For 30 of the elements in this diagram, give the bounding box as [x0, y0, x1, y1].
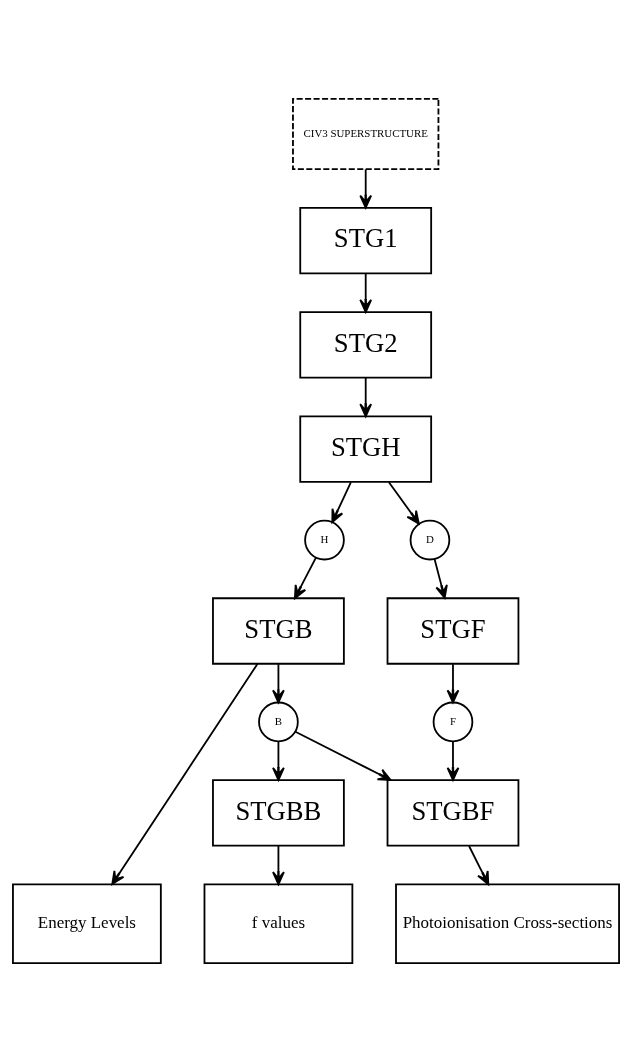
arrow — [272, 740, 285, 781]
node-box: STGBB — [212, 779, 345, 847]
arrow — [293, 557, 317, 600]
arrow — [111, 662, 259, 885]
node-box: STG2 — [299, 311, 433, 379]
node-box: STGF — [386, 597, 520, 665]
node-circle: B — [258, 701, 299, 743]
arrow — [387, 481, 420, 525]
arrow — [272, 663, 285, 704]
arrow — [272, 845, 285, 886]
arrow — [446, 663, 460, 704]
node-circle: F — [432, 701, 474, 743]
arrow — [331, 481, 352, 524]
node-box: f values — [203, 883, 354, 965]
node-box: CIV3 SUPERSTRUCTURE — [292, 97, 440, 171]
arrow — [359, 376, 373, 418]
arrow — [294, 730, 392, 781]
node-circle: D — [409, 519, 451, 561]
node-box: STG1 — [299, 207, 433, 275]
node-circle: H — [304, 519, 345, 561]
node-box: Energy Levels — [12, 883, 162, 965]
arrow — [433, 558, 448, 599]
node-box: Photoionisation Cross-sections — [395, 883, 620, 965]
node-box: STGB — [212, 597, 345, 665]
node-box: STGH — [299, 415, 433, 483]
arrow — [446, 740, 460, 781]
node-box: STGBF — [386, 779, 520, 847]
arrow — [468, 845, 490, 886]
arrow — [359, 272, 373, 313]
arrow — [359, 168, 373, 209]
